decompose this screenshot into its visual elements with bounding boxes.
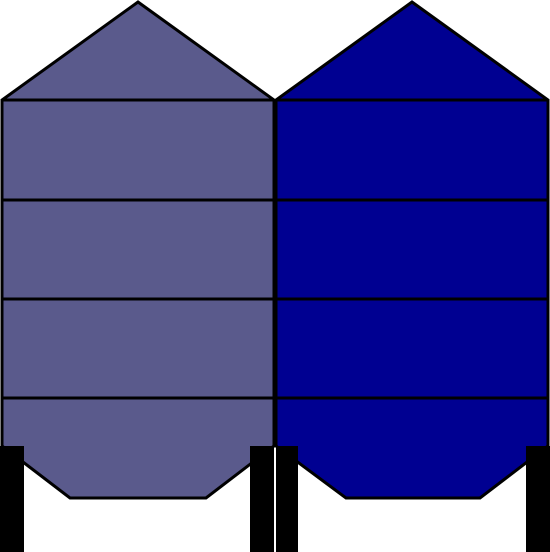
right-silo-leg-right: [526, 446, 550, 552]
left-silo: [0, 0, 276, 552]
right-silo-leg-left: [276, 446, 298, 552]
right-silo-body: [274, 0, 550, 500]
left-silo-body: [0, 0, 276, 500]
left-silo-leg-right: [250, 446, 274, 552]
left-silo-leg-left: [0, 446, 24, 552]
right-silo: [274, 0, 550, 552]
